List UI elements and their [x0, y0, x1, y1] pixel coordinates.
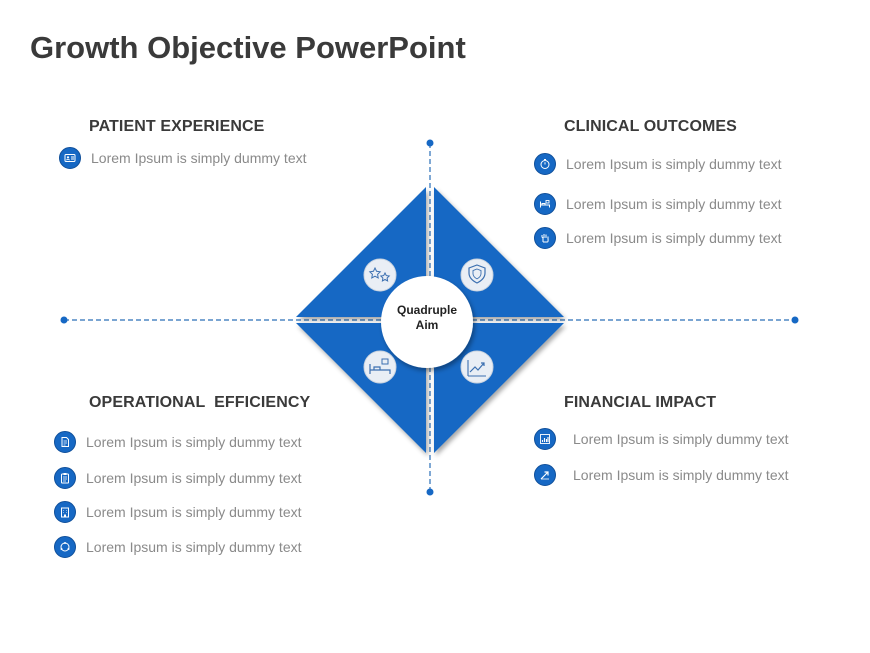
triangle-bottom-left	[296, 323, 426, 453]
hand-icon	[534, 227, 556, 249]
triangle-top-left	[296, 187, 426, 317]
growth-chart-icon	[460, 350, 494, 384]
list-item-text: Lorem Ipsum is simply dummy text	[566, 156, 782, 172]
timer-icon	[534, 153, 556, 175]
shield-icon	[460, 258, 494, 292]
cycle-icon	[54, 536, 76, 558]
list-item-text: Lorem Ipsum is simply dummy text	[91, 150, 307, 166]
list-item: Lorem Ipsum is simply dummy text	[54, 501, 302, 523]
list-item-text: Lorem Ipsum is simply dummy text	[566, 230, 782, 246]
list-item-text: Lorem Ipsum is simply dummy text	[566, 196, 782, 212]
hospital-bed-icon	[534, 193, 556, 215]
list-item: Lorem Ipsum is simply dummy text	[534, 464, 789, 486]
list-item-text: Lorem Ipsum is simply dummy text	[86, 504, 302, 520]
list-item-text: Lorem Ipsum is simply dummy text	[86, 434, 302, 450]
axis-endpoint-left	[60, 316, 68, 324]
stars-icon	[363, 258, 397, 292]
heading-operational-efficiency: OPERATIONAL EFFICIENCY	[89, 394, 311, 411]
heading-financial-impact: FINANCIAL IMPACT	[564, 394, 717, 411]
page-title: Growth Objective PowerPoint	[30, 30, 466, 65]
list-item-text: Lorem Ipsum is simply dummy text	[573, 431, 789, 447]
heading-clinical-outcomes: CLINICAL OUTCOMES	[564, 118, 737, 135]
axis-endpoint-right	[791, 316, 799, 324]
bar-chart-icon	[534, 428, 556, 450]
list-item: Lorem Ipsum is simply dummy text	[59, 147, 307, 169]
list-item-text: Lorem Ipsum is simply dummy text	[86, 539, 302, 555]
list-item: Lorem Ipsum is simply dummy text	[534, 428, 789, 450]
center-circle	[381, 276, 473, 368]
list-item: Lorem Ipsum is simply dummy text	[534, 193, 782, 215]
list-item: Lorem Ipsum is simply dummy text	[534, 153, 782, 175]
heading-patient-experience: PATIENT EXPERIENCE	[89, 118, 265, 135]
building-icon	[54, 501, 76, 523]
list-item: Lorem Ipsum is simply dummy text	[54, 467, 302, 489]
list-item: Lorem Ipsum is simply dummy text	[54, 431, 302, 453]
list-item-text: Lorem Ipsum is simply dummy text	[86, 470, 302, 486]
document-icon	[54, 431, 76, 453]
id-card-icon	[59, 147, 81, 169]
list-item-text: Lorem Ipsum is simply dummy text	[573, 467, 789, 483]
list-item: Lorem Ipsum is simply dummy text	[54, 536, 302, 558]
axis-endpoint-bottom	[426, 488, 434, 496]
list-item: Lorem Ipsum is simply dummy text	[534, 227, 782, 249]
clipboard-icon	[54, 467, 76, 489]
growth-arrow-icon	[534, 464, 556, 486]
hospital-bed-icon	[363, 350, 397, 384]
axis-endpoint-top	[426, 139, 434, 147]
